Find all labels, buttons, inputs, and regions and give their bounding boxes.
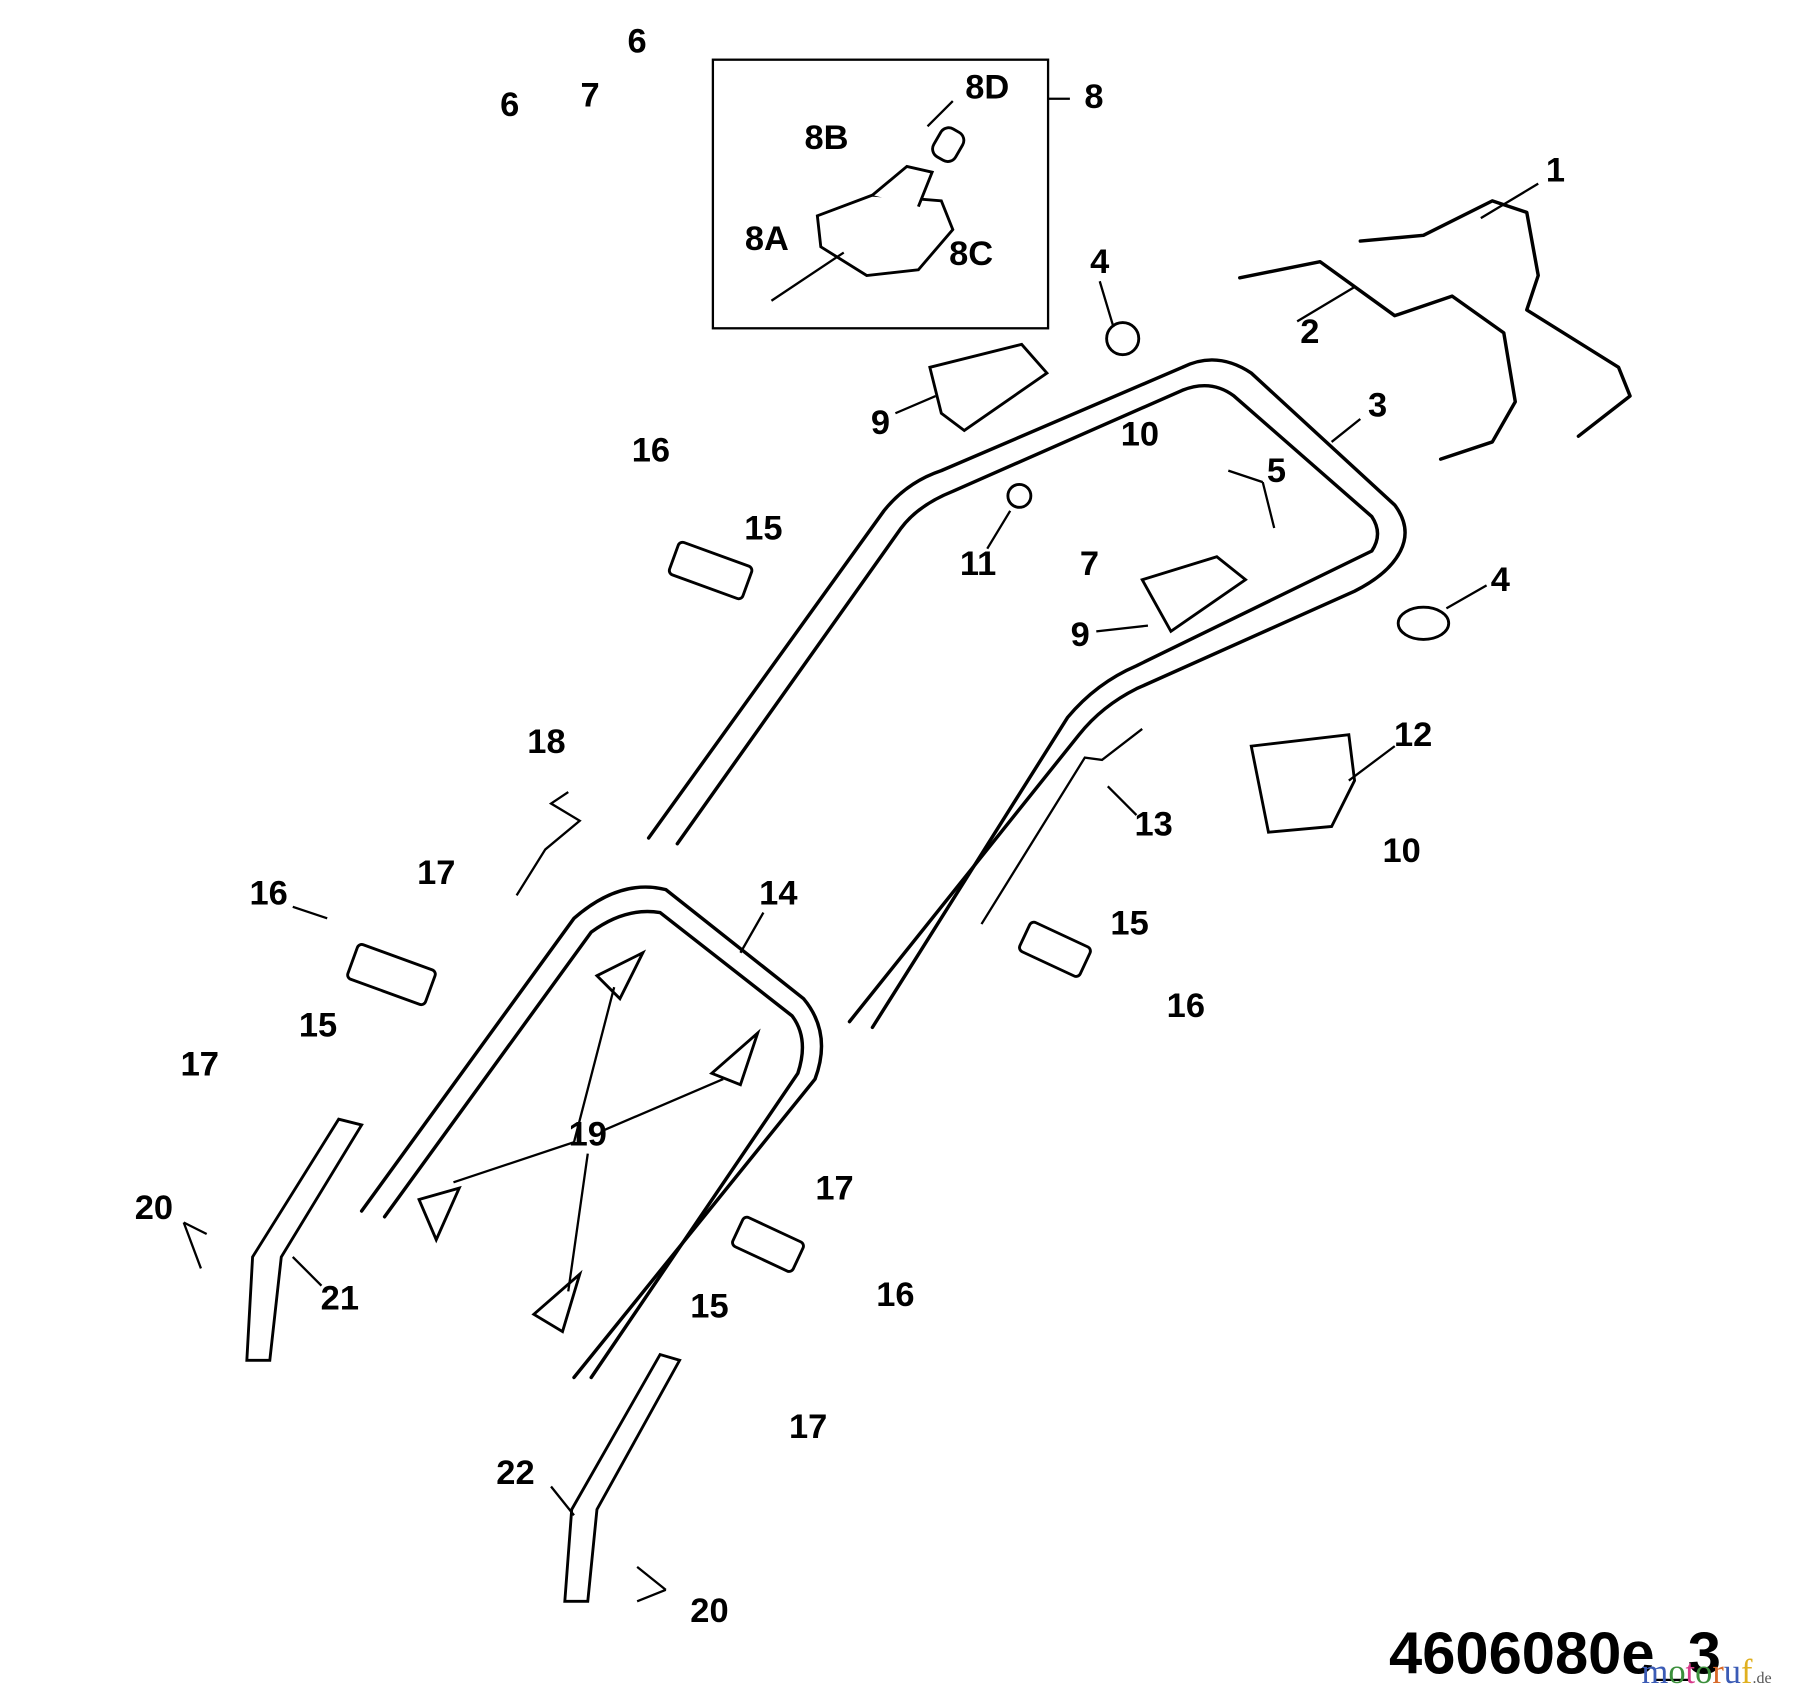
callout-4: 4	[1090, 243, 1109, 281]
callout-21: 21	[321, 1280, 359, 1318]
star-washer-4	[1105, 321, 1141, 357]
wing-nuts-19	[417, 949, 761, 1334]
callout-16: 16	[632, 431, 670, 469]
callout-17: 17	[789, 1408, 827, 1446]
callout-2: 2	[1300, 313, 1319, 351]
cover-15d	[731, 1215, 805, 1273]
callout-8: 8	[1084, 78, 1103, 116]
cover-15a	[667, 540, 754, 601]
callout-11: 11	[960, 545, 996, 583]
throttle-control	[770, 100, 966, 302]
bracket-22	[563, 1352, 682, 1603]
callout-3: 3	[1368, 387, 1387, 425]
cover-15c	[1018, 920, 1092, 978]
callout-16: 16	[250, 874, 288, 912]
cable-13	[980, 728, 1143, 925]
callout-4: 4	[1491, 561, 1510, 599]
callout-18: 18	[527, 723, 565, 761]
watermark: motoruf.de	[1642, 1653, 1772, 1691]
callout-16: 16	[1167, 987, 1205, 1025]
callout-15: 15	[299, 1006, 337, 1044]
bracket-21	[245, 1117, 364, 1362]
callout-8B: 8B	[805, 119, 849, 157]
callout-7: 7	[580, 77, 599, 115]
leader-lines	[182, 182, 1539, 1603]
callout-17: 17	[417, 854, 455, 892]
callout-1: 1	[1546, 151, 1565, 189]
nut-11	[1006, 482, 1033, 509]
callout-14: 14	[759, 874, 797, 912]
callout-7: 7	[1080, 545, 1099, 583]
cover-15b	[346, 943, 437, 1007]
bar-2	[1238, 259, 1517, 461]
clamp-9	[928, 342, 1050, 433]
callout-9: 9	[871, 404, 890, 442]
spring-18	[515, 791, 582, 896]
callout-22: 22	[496, 1454, 534, 1492]
diagram-id: 4606080e_3	[1389, 1620, 1721, 1687]
callout-9: 9	[1071, 616, 1090, 654]
callout-5: 5	[1267, 452, 1286, 490]
cap-4	[1396, 605, 1451, 641]
callout-10: 10	[1121, 415, 1159, 453]
callout-20: 20	[135, 1189, 173, 1227]
callout-12: 12	[1394, 716, 1432, 754]
upper-handle-3	[646, 358, 1407, 1024]
callout-8A: 8A	[745, 220, 789, 258]
callout-17: 17	[815, 1169, 853, 1207]
callout-6: 6	[628, 23, 647, 61]
callout-19: 19	[569, 1116, 607, 1154]
callout-13: 13	[1135, 806, 1173, 844]
callout-16: 16	[876, 1276, 914, 1314]
bar-1	[1358, 199, 1632, 438]
callout-8D: 8D	[965, 69, 1009, 107]
callout-8C: 8C	[949, 235, 993, 273]
callout-6: 6	[500, 86, 519, 124]
callout-10: 10	[1382, 832, 1420, 870]
callout-15: 15	[1110, 904, 1148, 942]
callout-15: 15	[744, 509, 782, 547]
clamp-9b	[1140, 555, 1248, 634]
cable-holder-12	[1249, 733, 1357, 834]
callout-20: 20	[690, 1592, 728, 1630]
callout-15: 15	[690, 1288, 728, 1326]
callout-17: 17	[181, 1045, 219, 1083]
lower-handle-14	[359, 885, 824, 1380]
callout-17: 17	[181, 1045, 219, 1083]
assembly-8-box	[711, 58, 1050, 330]
